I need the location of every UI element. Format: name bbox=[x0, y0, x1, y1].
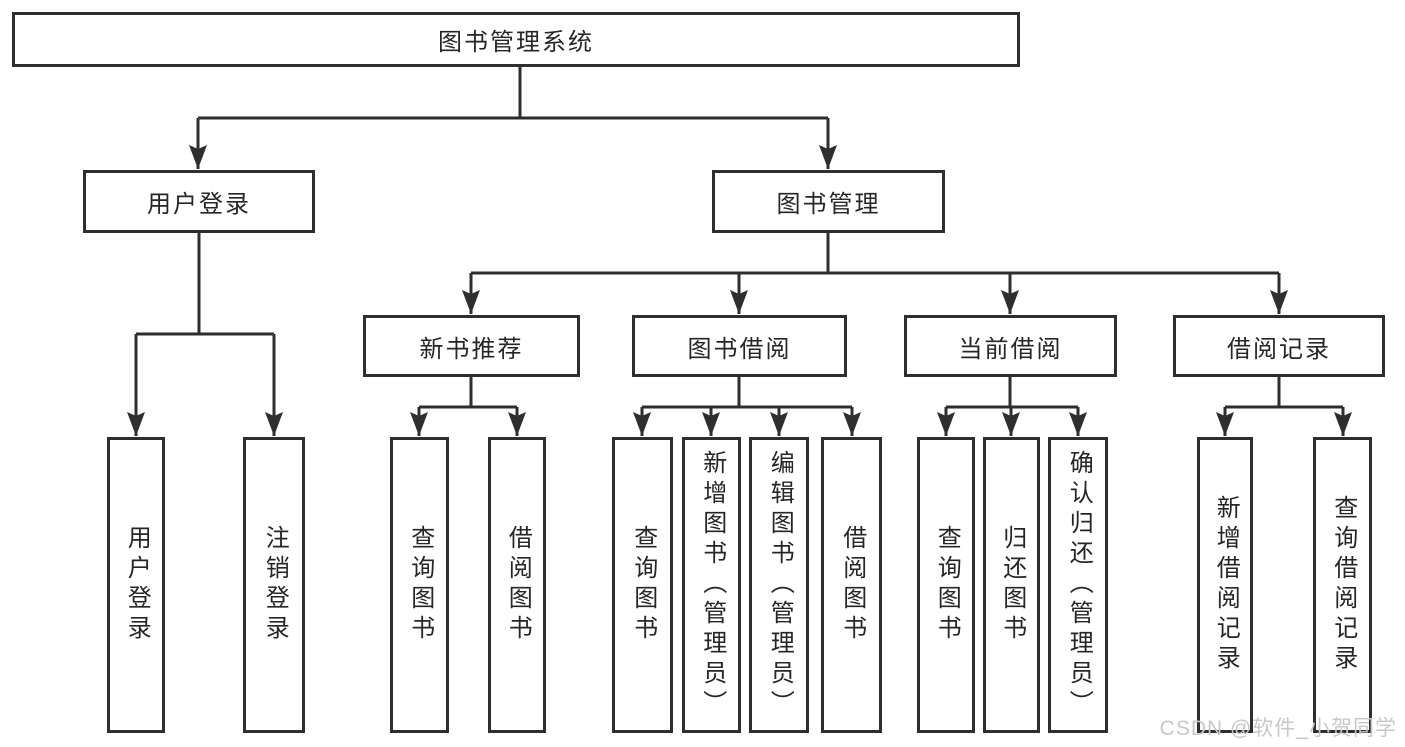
leaf-logout: 注销登录 bbox=[243, 437, 305, 733]
leaf-borrow-books-recommend: 借阅图书 bbox=[488, 437, 546, 733]
leaf-query-books-borrow: 查询图书 bbox=[612, 437, 673, 733]
node-book-management: 图书管理 bbox=[712, 170, 945, 233]
node-library-management-system: 图书管理系统 bbox=[12, 12, 1020, 67]
leaf-confirm-return-admin: 确认归还（管理员） bbox=[1048, 437, 1108, 733]
leaf-edit-books-admin: 编辑图书（管理员） bbox=[749, 437, 809, 733]
leaf-add-borrow-record: 新增借阅记录 bbox=[1197, 437, 1253, 733]
node-borrowing-records: 借阅记录 bbox=[1173, 315, 1385, 377]
leaf-query-borrow-record: 查询借阅记录 bbox=[1313, 437, 1372, 733]
leaf-user-login: 用户登录 bbox=[107, 437, 165, 733]
leaf-return-books: 归还图书 bbox=[983, 437, 1040, 733]
node-user-login: 用户登录 bbox=[83, 170, 315, 233]
leaf-query-books-current: 查询图书 bbox=[917, 437, 975, 733]
leaf-query-books-recommend: 查询图书 bbox=[390, 437, 449, 733]
node-book-borrowing: 图书借阅 bbox=[632, 315, 847, 377]
leaf-add-books-admin: 新增图书（管理员） bbox=[682, 437, 741, 733]
node-new-book-recommendation: 新书推荐 bbox=[363, 315, 580, 377]
csdn-watermark: CSDN @软件_小贺同学 bbox=[1159, 717, 1397, 740]
leaf-borrow-books: 借阅图书 bbox=[821, 437, 882, 733]
node-current-borrowing: 当前借阅 bbox=[904, 315, 1117, 377]
